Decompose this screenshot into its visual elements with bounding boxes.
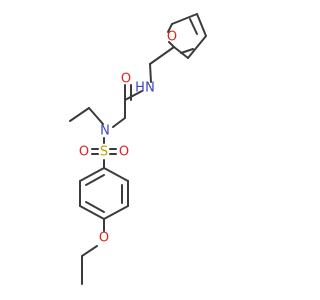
bond bbox=[149, 63, 152, 83]
bond bbox=[171, 13, 198, 25]
amide-nitrogen-label: N bbox=[145, 81, 155, 96]
bond bbox=[149, 46, 175, 65]
ether-oxygen-label: O bbox=[99, 231, 109, 246]
bond bbox=[81, 245, 98, 257]
furan-ring bbox=[167, 13, 207, 59]
bond bbox=[180, 48, 194, 54]
bond bbox=[189, 18, 198, 35]
bond bbox=[112, 117, 126, 128]
sulfonyl-oxygen-right-label: O bbox=[119, 145, 129, 160]
bond bbox=[167, 23, 173, 33]
carbonyl-oxygen-label: O bbox=[121, 72, 131, 87]
bond bbox=[79, 167, 105, 182]
bond bbox=[79, 205, 105, 220]
bond bbox=[196, 13, 207, 37]
molecule-canvas: O O N H N S O O O bbox=[69, 13, 207, 285]
bond bbox=[85, 174, 105, 186]
bond bbox=[88, 107, 104, 125]
bond bbox=[69, 107, 90, 122]
amide-hydrogen-label: H bbox=[135, 81, 145, 96]
structure-diagram: O O N H N S O O O bbox=[69, 13, 207, 285]
furan-oxygen-label: O bbox=[167, 30, 177, 45]
bond bbox=[103, 205, 129, 220]
bond bbox=[124, 90, 143, 101]
sulfonyl-oxygen-left-label: O bbox=[79, 145, 89, 160]
bond bbox=[103, 167, 129, 182]
bond bbox=[168, 41, 175, 48]
benzene-ring bbox=[79, 167, 129, 220]
sulfonamide-nitrogen-label: N bbox=[100, 124, 110, 139]
bond bbox=[187, 35, 207, 59]
sulfur-label: S bbox=[100, 145, 108, 160]
bond bbox=[85, 201, 105, 213]
